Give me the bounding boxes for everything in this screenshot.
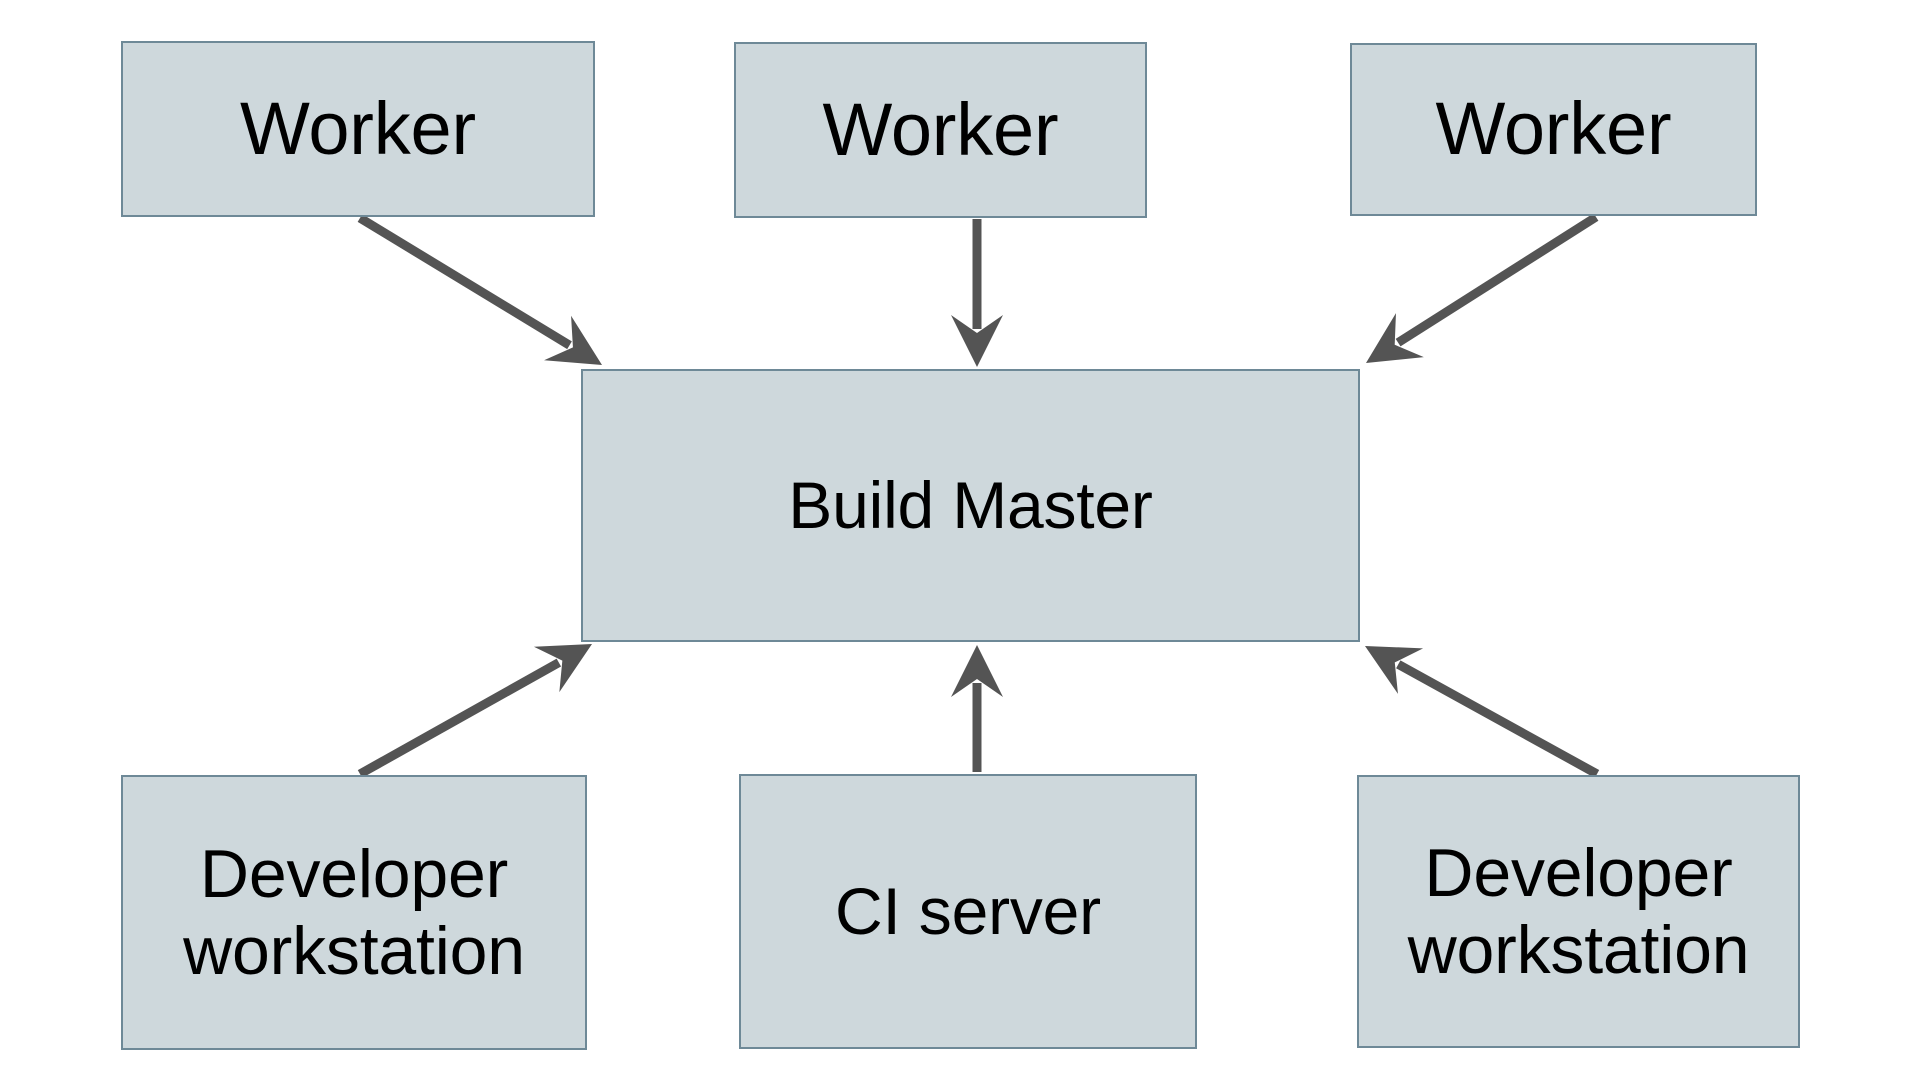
- node-ci-server[interactable]: CI server: [739, 774, 1197, 1049]
- edge-line: [357, 214, 572, 350]
- edge-arrowhead-icon: [951, 645, 1003, 697]
- edge-arrowhead-icon: [951, 315, 1003, 367]
- node-developer-workstation-left[interactable]: Developer workstation: [121, 775, 587, 1050]
- node-build-master[interactable]: Build Master: [581, 369, 1360, 642]
- node-label: Developer workstation: [1407, 835, 1750, 988]
- node-worker-3[interactable]: Worker: [1350, 43, 1757, 216]
- edge-line: [357, 658, 562, 778]
- node-developer-workstation-right[interactable]: Developer workstation: [1357, 775, 1800, 1048]
- edge-arrowhead-icon: [1365, 646, 1424, 694]
- node-label: Build Master: [788, 467, 1153, 542]
- edge-arrowhead-icon: [544, 315, 602, 365]
- edge-arrowhead-icon: [533, 644, 592, 693]
- edge-arrowhead-icon: [1366, 313, 1424, 363]
- node-label: Worker: [240, 86, 476, 170]
- node-worker-1[interactable]: Worker: [121, 41, 595, 217]
- node-label: Worker: [822, 87, 1059, 171]
- node-worker-2[interactable]: Worker: [734, 42, 1147, 218]
- node-label: CI server: [835, 873, 1101, 948]
- edge-line: [1396, 660, 1600, 778]
- node-label: Worker: [1435, 87, 1672, 171]
- edge-line: [1395, 213, 1599, 347]
- node-label: Developer workstation: [183, 836, 525, 989]
